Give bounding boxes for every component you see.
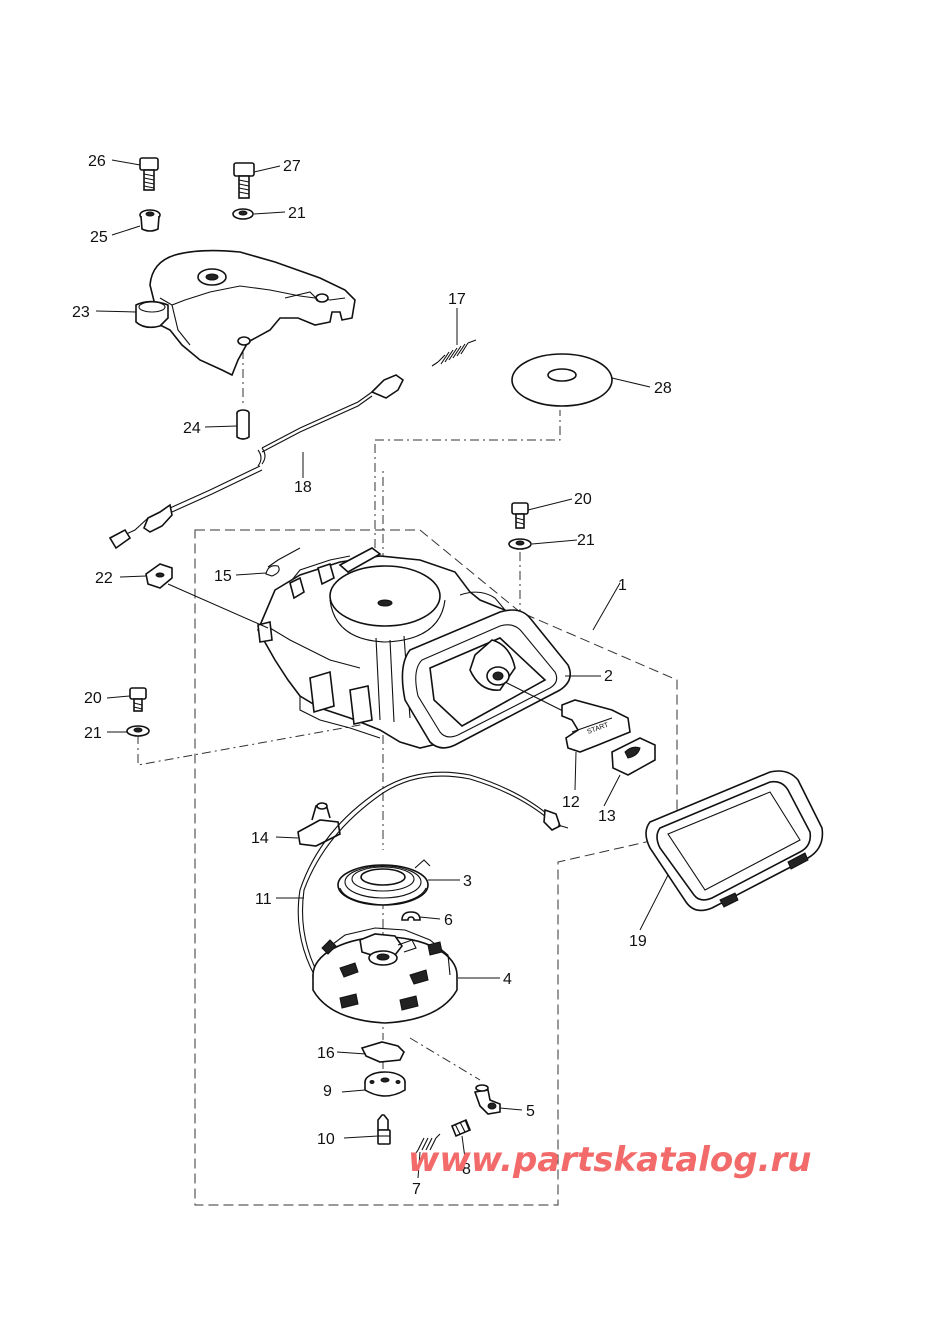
callout-28: 28 [654,380,672,397]
e-clip-6 [401,911,421,921]
callout-22: 22 [95,570,113,587]
callout-26: 26 [88,153,106,170]
clip-22 [145,563,173,589]
callout-24: 24 [183,420,201,437]
callout-1: 1 [618,577,627,594]
spring-coil-3 [337,859,431,906]
callout-20-left: 20 [84,690,102,707]
bolt-26 [139,157,159,191]
leader-lines [95,159,669,1179]
cable-18 [108,374,405,550]
rope-11 [297,771,569,986]
spring-8 [450,1118,472,1138]
callout-25: 25 [90,229,108,246]
callout-19: 19 [629,933,647,950]
callout-27: 27 [283,158,301,175]
plate-16 [360,1041,405,1063]
callout-7: 7 [412,1181,421,1198]
insert-13 [611,737,656,776]
pawl-14 [297,802,341,847]
callout-2: 2 [604,668,613,685]
pawl-5 [473,1084,501,1115]
bolt-10 [377,1114,391,1145]
callout-6: 6 [444,912,453,929]
callout-15: 15 [214,568,232,585]
bolt-20-left [129,687,147,712]
spring-7 [413,1133,441,1157]
spring-clip-15 [265,547,301,577]
spacer-24 [236,409,250,440]
callout-23: 23 [72,304,90,321]
pulley-4 [312,927,458,1024]
callout-numbers: 1 2 3 4 5 6 7 8 9 10 11 12 13 14 15 16 1… [72,153,672,1198]
callout-4: 4 [503,971,512,988]
bushing-25 [139,209,161,232]
washer-21-top [232,208,254,220]
grommet-plate-2 [401,609,571,749]
callout-13: 13 [598,808,616,825]
start-handle-12: START [504,681,631,753]
callout-11: 11 [255,891,272,908]
callout-21-left: 21 [84,725,102,742]
spring-17 [431,339,477,367]
washer-21-left [126,725,150,737]
callout-12: 12 [562,794,580,811]
washer-21-right [508,538,532,550]
callout-18: 18 [294,479,312,496]
bolt-27 [233,162,255,199]
cover-19 [645,770,824,912]
callout-21-top: 21 [288,205,306,222]
callout-3: 3 [463,873,472,890]
callout-16: 16 [317,1045,335,1062]
callout-20-right: 20 [574,491,592,508]
cover-bracket-23 [135,249,356,377]
callout-10: 10 [317,1131,335,1148]
callout-17: 17 [448,291,466,308]
callout-21-right: 21 [577,532,595,549]
disk-28 [511,353,613,407]
callout-5: 5 [526,1103,535,1120]
callout-14: 14 [251,830,269,847]
bolt-20-right [511,502,529,529]
drum-9 [364,1071,406,1097]
callout-8: 8 [462,1161,471,1178]
callout-9: 9 [323,1083,332,1100]
watermark-text: www.partskatalog.ru [408,1140,812,1180]
